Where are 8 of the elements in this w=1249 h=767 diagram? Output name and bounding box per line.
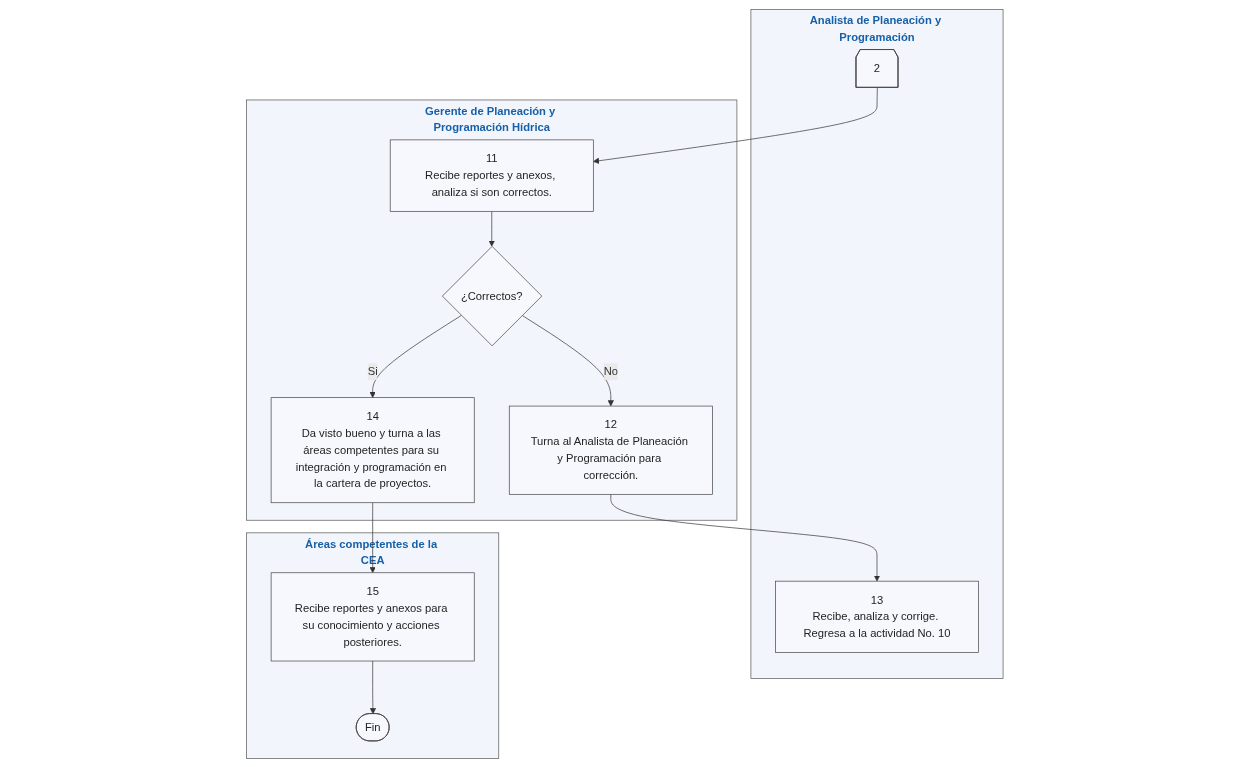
node-box: 14 Da visto bueno y turna a las áreas competentes para su integración y programación en la cartera de proyectos.	[270, 396, 475, 503]
node-diamond: ¿Correctos?	[441, 245, 542, 346]
edge-label: No	[603, 364, 618, 377]
node-box: 15 Recibe reportes y anexos para su conocimiento y acciones posteriores.	[270, 571, 475, 661]
edge-label: Si	[367, 364, 378, 377]
node-box: 13 Recibe, analiza y corrige. Regresa a la actividad No. 10	[774, 580, 979, 653]
node-box: 11 Recibe reportes y anexos, analiza si son correctos.	[389, 139, 594, 212]
node-box: 12 Turna al Analista de Planeación y Programación para corrección.	[508, 405, 713, 495]
